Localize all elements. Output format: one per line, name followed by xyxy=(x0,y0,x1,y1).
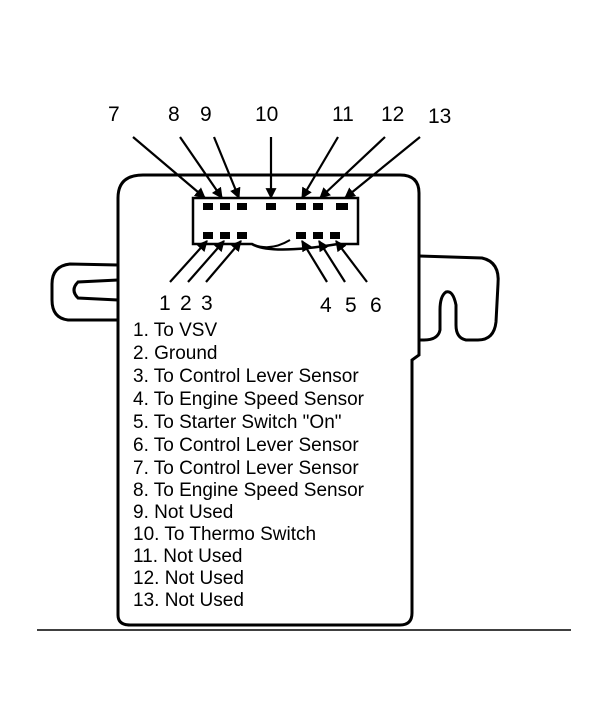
leader-arrow-11 xyxy=(301,136,339,199)
pin-slot-4 xyxy=(296,232,306,239)
legend-item-13: 13. Not Used xyxy=(133,590,244,611)
pin-number-2: 2 xyxy=(180,292,192,315)
leader-arrow-9 xyxy=(212,136,241,200)
legend-item-2: 2. Ground xyxy=(133,343,218,364)
bottom-leader-arrows xyxy=(169,240,368,283)
leader-arrow-7 xyxy=(132,136,206,199)
pin-number-4: 4 xyxy=(320,294,332,317)
leader-arrow-4 xyxy=(301,240,328,283)
legend-item-6: 6. To Control Lever Sensor xyxy=(133,435,359,456)
pin-slot-10 xyxy=(266,203,276,210)
connector-body-outline xyxy=(116,173,421,627)
pin-number-6: 6 xyxy=(370,294,382,317)
pin-number-3: 3 xyxy=(201,292,213,315)
legend-item-11: 11. Not Used xyxy=(133,546,243,567)
leader-arrow-1 xyxy=(169,240,208,283)
pin-slot-11 xyxy=(296,203,306,210)
pin-slot-3 xyxy=(237,232,247,239)
pin-slot-1 xyxy=(203,232,213,239)
legend-item-7: 7. To Control Lever Sensor xyxy=(133,458,359,479)
leader-arrow-3 xyxy=(205,240,242,283)
leader-arrow-8 xyxy=(179,136,223,199)
legend-item-3: 3. To Control Lever Sensor xyxy=(133,366,359,387)
legend-item-8: 8. To Engine Speed Sensor xyxy=(133,480,364,501)
pin-slot-13 xyxy=(336,203,348,210)
left-mounting-tab xyxy=(50,262,119,322)
pin-number-5: 5 xyxy=(345,294,357,317)
leader-arrow-6 xyxy=(335,240,368,283)
top-pin-row xyxy=(203,203,348,210)
leader-arrow-5 xyxy=(318,240,346,283)
pin-number-10: 10 xyxy=(255,103,278,126)
pin-number-11: 11 xyxy=(332,103,354,126)
left-mounting-slot xyxy=(72,278,119,302)
leader-arrow-13 xyxy=(344,136,421,199)
pin-slot-12 xyxy=(313,203,323,210)
pin-number-9: 9 xyxy=(200,103,212,126)
pin-slot-7 xyxy=(203,203,213,210)
pin-slot-8 xyxy=(220,203,230,210)
legend-item-9: 9. Not Used xyxy=(133,502,234,523)
leader-arrow-12 xyxy=(319,136,386,199)
legend-item-4: 4. To Engine Speed Sensor xyxy=(133,389,364,410)
pin-slot-9 xyxy=(237,203,247,210)
right-mounting-tab xyxy=(418,254,500,342)
pin-number-7: 7 xyxy=(108,103,120,126)
pin-number-8: 8 xyxy=(168,103,180,126)
legend-item-12: 12. Not Used xyxy=(133,568,244,589)
pin-number-12: 12 xyxy=(381,103,404,126)
bottom-pin-row xyxy=(203,232,340,239)
pin-slot-5 xyxy=(313,232,323,239)
pin-number-13: 13 xyxy=(428,105,451,128)
legend-item-5: 5. To Starter Switch "On" xyxy=(133,412,342,433)
connector-face-wave xyxy=(251,239,291,249)
pin-slot-6 xyxy=(330,232,340,239)
top-leader-arrows xyxy=(132,136,421,200)
pin-slot-2 xyxy=(220,232,230,239)
legend-item-1: 1. To VSV xyxy=(133,320,218,341)
legend-item-10: 10. To Thermo Switch xyxy=(133,524,317,545)
pin-number-1: 1 xyxy=(159,292,171,315)
leader-arrow-2 xyxy=(187,240,225,283)
